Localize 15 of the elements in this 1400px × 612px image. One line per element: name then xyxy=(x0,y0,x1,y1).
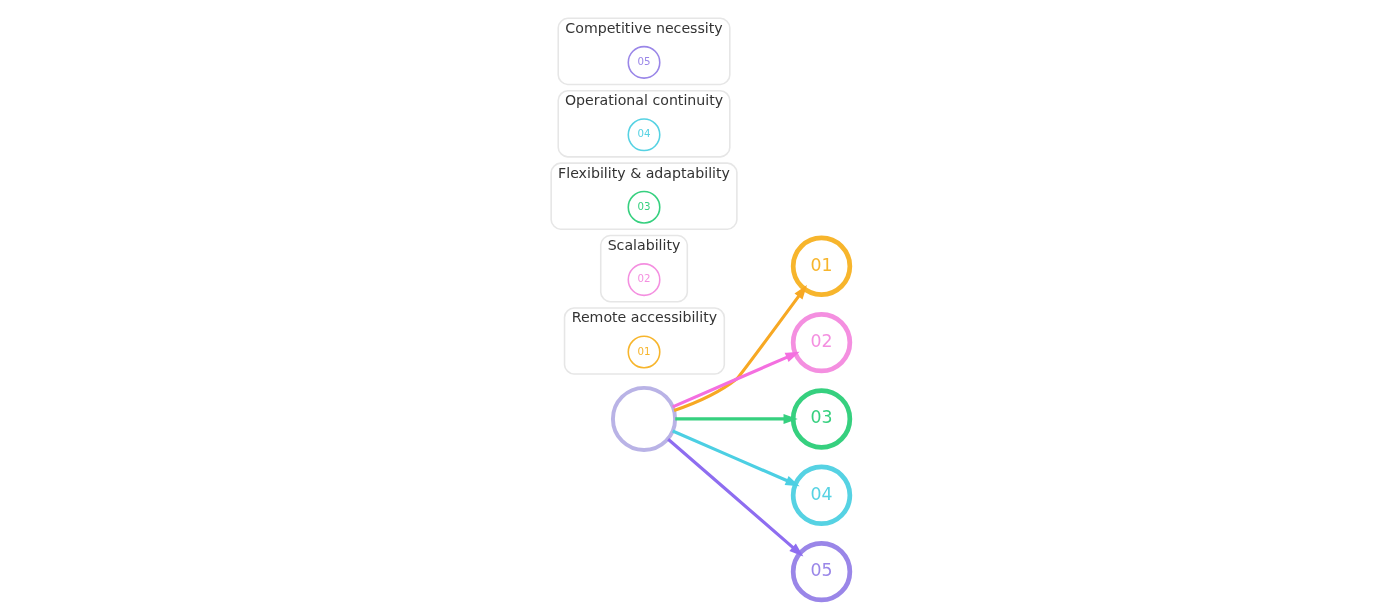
arrow xyxy=(673,285,807,413)
node-circle: 03 xyxy=(790,388,852,450)
node-circle: 02 xyxy=(627,263,661,297)
arrow xyxy=(671,429,800,487)
node-circle xyxy=(610,385,677,452)
arrow xyxy=(671,351,800,409)
arrow xyxy=(674,413,798,424)
node-circle: 02 xyxy=(790,311,852,374)
arrow xyxy=(666,438,803,557)
node-circle: 05 xyxy=(627,45,661,79)
node-circle: 04 xyxy=(627,118,661,152)
node-circle: 03 xyxy=(627,190,661,224)
node-circle: 01 xyxy=(627,335,661,369)
node-circle: 04 xyxy=(790,464,852,526)
node-circle: 01 xyxy=(790,235,852,297)
